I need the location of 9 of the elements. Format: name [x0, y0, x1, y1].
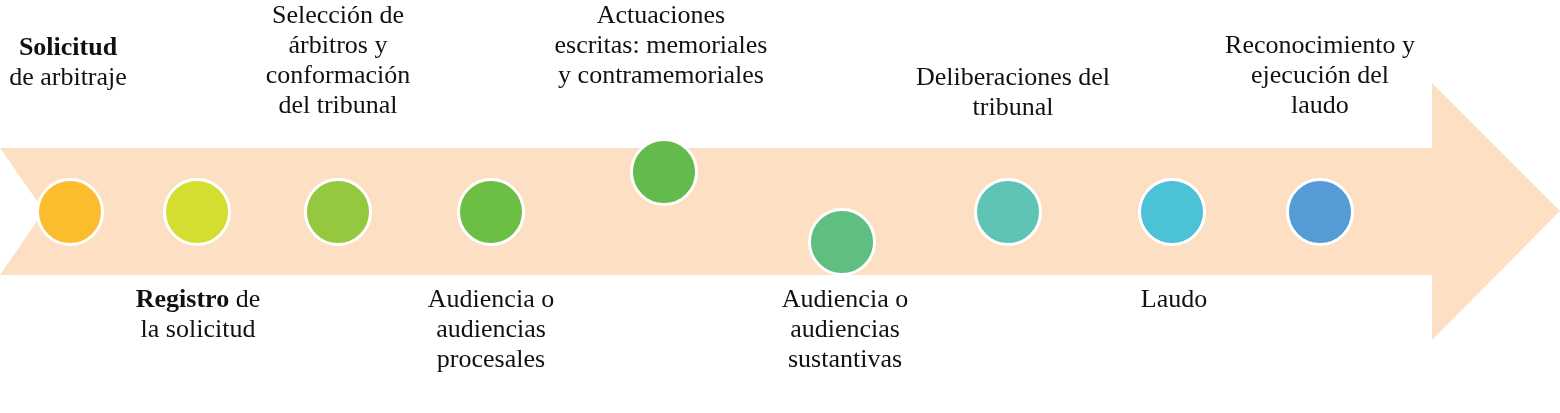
- step-label: Actuaciones escritas: memoriales y contramemoriales: [553, 0, 769, 90]
- step-label: Solicitud de arbitraje: [8, 32, 128, 92]
- step-label: Audiencia o audiencias procesales: [427, 284, 555, 374]
- step-label: Audiencia o audiencias sustantivas: [780, 284, 910, 374]
- step-label: Selección de árbitros y conformación del tribunal: [264, 0, 412, 120]
- step-label: Deliberaciones del tribunal: [914, 62, 1112, 122]
- step-label: Reconocimiento y ejecución del laudo: [1225, 30, 1415, 120]
- step-label: Registro de la solicitud: [134, 284, 262, 344]
- step-label: Laudo: [1139, 284, 1209, 314]
